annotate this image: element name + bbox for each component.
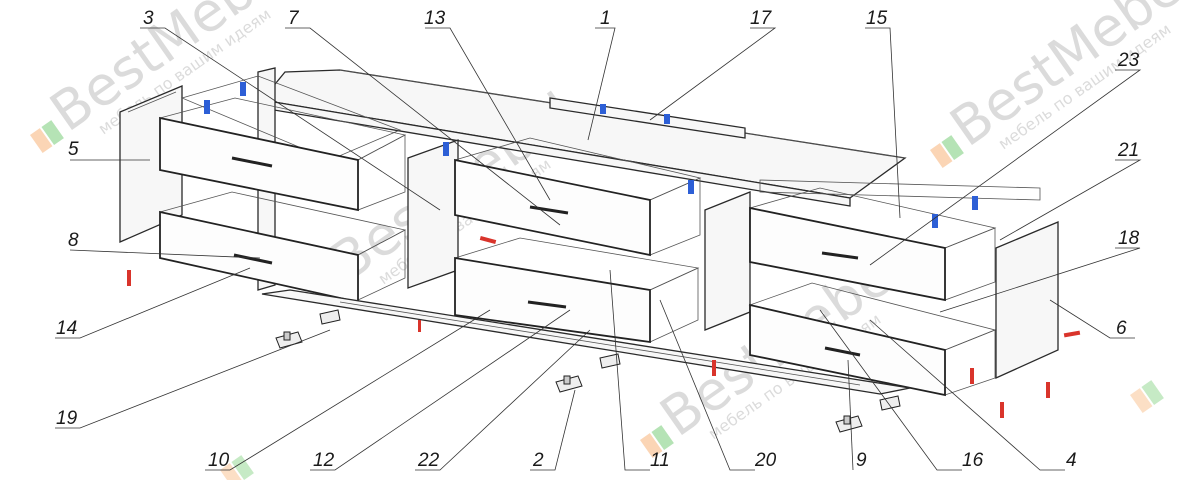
foot-4 xyxy=(599,353,621,369)
callout-5: 5 xyxy=(68,139,79,160)
callout-21: 21 xyxy=(1117,140,1139,161)
bracket-6 xyxy=(664,114,670,124)
callout-16: 16 xyxy=(962,450,984,471)
foot-5 xyxy=(835,415,863,433)
foot-2 xyxy=(319,309,341,325)
callout-20: 20 xyxy=(754,450,777,471)
callout-1: 1 xyxy=(600,8,611,29)
leader-lines xyxy=(55,27,1142,471)
callout-13: 13 xyxy=(424,8,446,29)
brackets xyxy=(204,82,978,228)
foot-3 xyxy=(555,375,583,393)
left-divider-panel xyxy=(407,139,459,289)
screw-3 xyxy=(712,360,716,376)
middle-upper-drawer xyxy=(454,137,702,257)
screw-8 xyxy=(418,320,421,332)
screw-5 xyxy=(1000,402,1004,418)
callout-labels: 3 7 13 1 17 15 23 5 21 8 18 6 14 19 10 1… xyxy=(56,8,1140,471)
foot-6 xyxy=(879,395,901,411)
bottom-plinth xyxy=(261,289,911,395)
callout-3: 3 xyxy=(143,8,154,29)
bracket-5 xyxy=(600,104,606,114)
middle-lower-drawer xyxy=(454,237,700,344)
callout-10: 10 xyxy=(208,450,230,471)
callout-17: 17 xyxy=(750,8,773,29)
callout-23: 23 xyxy=(1117,50,1140,71)
callout-8: 8 xyxy=(68,230,79,251)
right-section-back xyxy=(759,179,1041,201)
watermark-logo-6 xyxy=(1130,380,1164,414)
watermark-logo-4: BestMebel мебель по вашим идеям xyxy=(930,0,1200,169)
bracket-2 xyxy=(204,100,210,114)
callout-18: 18 xyxy=(1118,228,1140,249)
right-upper-drawer xyxy=(749,187,997,302)
callout-2: 2 xyxy=(532,450,544,471)
screw-4 xyxy=(970,368,974,384)
bracket-7 xyxy=(932,214,938,228)
bracket-3 xyxy=(443,142,449,156)
callout-12: 12 xyxy=(313,450,335,471)
callout-4: 4 xyxy=(1066,450,1077,471)
callout-14: 14 xyxy=(56,318,77,339)
foot-1 xyxy=(275,331,303,349)
callout-15: 15 xyxy=(866,8,888,29)
callout-22: 22 xyxy=(417,450,440,471)
right-divider-panel xyxy=(704,191,751,331)
back-rail xyxy=(549,97,746,139)
bracket-8 xyxy=(972,196,978,210)
right-side-panel xyxy=(995,221,1059,380)
bracket-1 xyxy=(240,82,246,96)
callout-9: 9 xyxy=(856,450,867,471)
callout-7: 7 xyxy=(288,8,300,29)
screws xyxy=(127,235,1081,418)
screw-1 xyxy=(127,270,131,286)
callout-11: 11 xyxy=(650,450,670,471)
bracket-4 xyxy=(688,180,694,194)
right-lower-drawer xyxy=(748,282,997,397)
callout-6: 6 xyxy=(1116,318,1127,339)
screw-6 xyxy=(1046,382,1050,398)
screw-7 xyxy=(1063,330,1081,338)
screw-2 xyxy=(479,235,497,245)
callout-19: 19 xyxy=(56,408,78,429)
